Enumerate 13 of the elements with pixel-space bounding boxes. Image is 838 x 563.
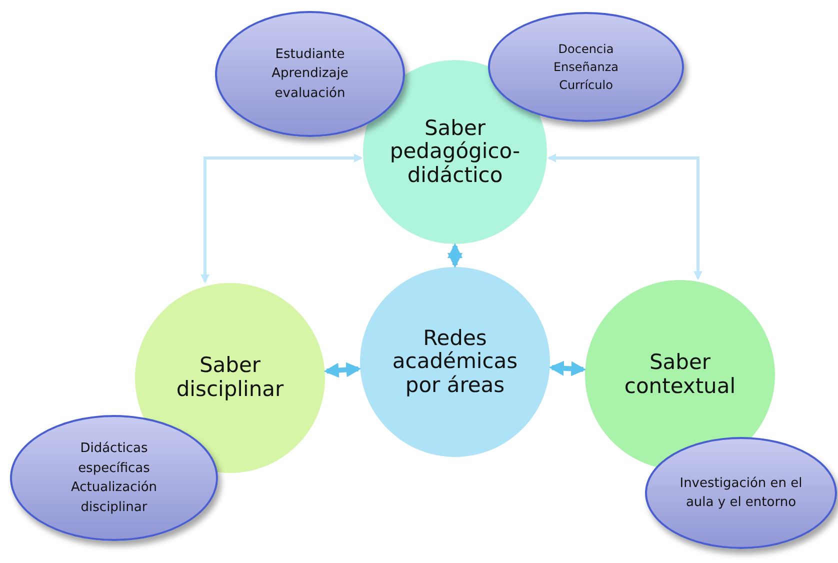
double-arrow	[448, 243, 462, 268]
node-label: Saber pedagógico-didáctico	[388, 116, 522, 188]
node-label: Redes académicas por áreas	[391, 326, 519, 398]
double-arrow	[547, 154, 702, 280]
double-arrow	[548, 360, 586, 376]
double-arrow	[200, 154, 363, 284]
node-label: Investigación en el aula y el entorno	[678, 474, 804, 512]
node-label: Estudiante Aprendizaje evaluación	[270, 46, 350, 103]
node-label: Didácticas específicas Actualización disciplinar	[70, 440, 158, 516]
node-label: Saber contextual	[623, 351, 737, 399]
node-label: Docencia Enseñanza Currículo	[552, 41, 620, 94]
double-arrow	[324, 362, 362, 378]
node-label: Saber disciplinar	[175, 354, 285, 402]
